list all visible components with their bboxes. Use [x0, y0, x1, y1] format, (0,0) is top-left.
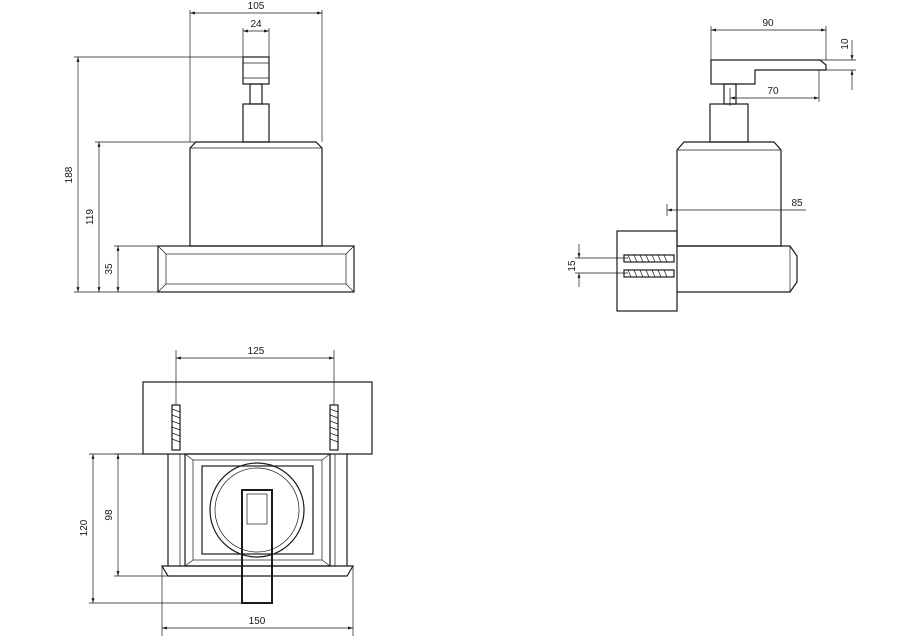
dim-front-container-height: 119 — [85, 209, 96, 225]
side-base — [677, 245, 798, 293]
dim-top-depth: 120 — [79, 519, 90, 536]
top-screw-left — [171, 404, 181, 451]
base-plate — [157, 245, 355, 293]
top-pump-lever — [241, 489, 273, 604]
dim-front-base-height: 35 — [104, 263, 115, 275]
pump-collar — [242, 103, 270, 143]
dim-front-pump-width: 24 — [250, 19, 262, 30]
front-view: 105 24 188 119 35 — [64, 1, 355, 293]
pump-stem — [249, 83, 263, 105]
dim-top-width: 150 — [249, 616, 266, 627]
wall-section — [616, 230, 678, 312]
side-container — [676, 141, 782, 247]
wall-screw-lower — [623, 269, 675, 278]
side-view: 90 10 70 85 15 — [567, 18, 856, 312]
top-base-edge — [160, 565, 355, 577]
dim-side-screw-spacing: 15 — [567, 260, 578, 272]
dim-front-total-height: 188 — [64, 166, 75, 183]
top-container-outer — [184, 453, 331, 567]
dim-top-screw-spacing: 125 — [248, 346, 265, 357]
side-collar — [709, 103, 749, 143]
wall-screw-upper — [623, 254, 675, 263]
dim-side-lever-inner: 70 — [767, 86, 779, 97]
top-screw-right — [329, 404, 339, 451]
dim-front-width: 105 — [248, 1, 265, 12]
pump-head — [242, 56, 270, 85]
top-pump-circle — [209, 462, 305, 558]
dim-top-inner-depth: 98 — [104, 509, 115, 521]
container-body — [189, 141, 323, 247]
dim-side-depth: 85 — [791, 198, 803, 209]
dim-side-lever-length: 90 — [762, 18, 774, 29]
top-view: 125 120 98 150 — [79, 346, 373, 636]
pump-lever — [710, 59, 827, 85]
dim-side-lever-thickness: 10 — [840, 38, 851, 50]
